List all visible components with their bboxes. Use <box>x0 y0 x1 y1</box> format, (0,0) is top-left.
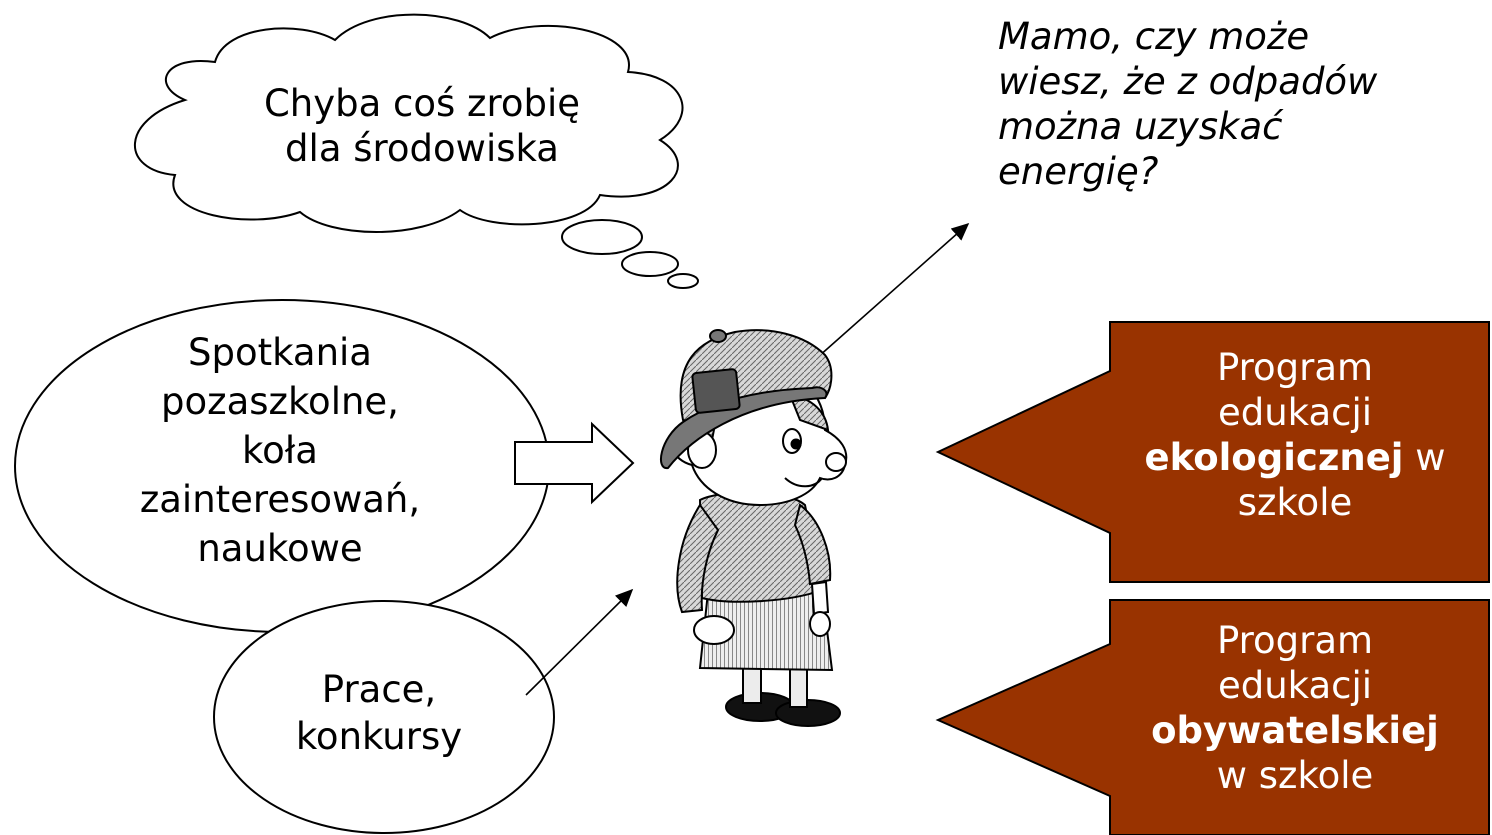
eco-program-line-3-rest: w <box>1403 436 1446 479</box>
thought-cloud <box>134 13 699 289</box>
competitions-ellipse <box>213 600 555 834</box>
civic-program-line-3: obywatelskiej <box>1100 708 1490 753</box>
thought-bubble-medium <box>621 251 679 277</box>
thought-text-line-2: dla środowiska <box>285 127 559 170</box>
civic-program-arrow <box>935 599 1490 835</box>
activities-text-line-4: zainteresowań, <box>139 478 421 521</box>
thought-text-line-1: Chyba coś zrobię <box>263 82 581 125</box>
child-quote-line-4: energię? <box>998 150 1159 193</box>
competitions-text-line-1: Prace, <box>321 668 437 711</box>
competitions-text-line-2: konkursy <box>295 715 463 758</box>
child-quote-line-2: wiesz, że z odpadów <box>998 60 1378 103</box>
eco-program-line-1: Program <box>1216 346 1374 389</box>
civic-program-line-2: edukacji <box>1217 664 1373 707</box>
eco-program-line-4: szkole <box>1237 481 1353 524</box>
child-quote-line-1: Mamo, czy może <box>998 15 1310 58</box>
activities-text-line-3: koła <box>242 429 318 472</box>
civic-program-text: Program edukacji obywatelskiej w szkole <box>1100 618 1490 798</box>
civic-program-bold: obywatelskiej <box>1151 709 1439 752</box>
child-figure <box>660 329 848 727</box>
thought-bubble-small <box>667 273 699 289</box>
activities-text-line-5: naukowe <box>197 527 363 570</box>
eco-program-text: Program edukacji ekologicznej w szkole <box>1100 345 1490 525</box>
activities-text-line-2: pozaszkolne, <box>161 380 399 423</box>
thought-bubble-large <box>561 219 643 255</box>
arrow-child-to-quote <box>817 222 970 358</box>
eco-program-line-2: edukacji <box>1217 391 1373 434</box>
block-arrow-right <box>514 421 635 505</box>
eco-program-line-3: ekologicznej w <box>1100 435 1490 480</box>
civic-program-line-4: w szkole <box>1216 754 1374 797</box>
activities-text: Spotkania pozaszkolne, koła zainteresowa… <box>80 328 480 573</box>
child-quote-line-3: można uzyskać <box>998 105 1283 148</box>
eco-program-bold: ekologicznej <box>1144 436 1404 479</box>
activities-text-line-1: Spotkania <box>188 331 372 374</box>
arrow-competitions-to-child <box>525 588 634 696</box>
civic-program-line-1: Program <box>1216 619 1374 662</box>
competitions-text: Prace, konkursy <box>244 666 514 760</box>
eco-program-arrow <box>935 321 1490 583</box>
child-quote: Mamo, czy może wiesz, że z odpadów można… <box>998 14 1468 194</box>
thought-text: Chyba coś zrobię dla środowiska <box>222 81 622 171</box>
